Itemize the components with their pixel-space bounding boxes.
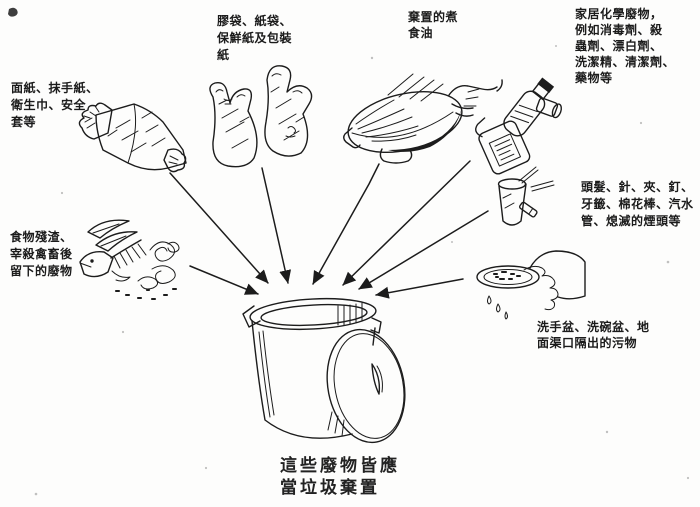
caption-line: 這些廢物皆應	[280, 456, 400, 475]
label-line: 蟲劑、漂白劑、	[575, 39, 663, 53]
scan-artifacts	[8, 7, 690, 496]
arrow-from-chemicals	[342, 160, 471, 286]
label-line: 藥物等	[575, 71, 613, 85]
label-line: 面紙、抹手紙、	[11, 81, 99, 95]
label-line: 紙	[217, 48, 230, 62]
label-food-scraps: 食物殘渣、 宰殺禽畜後 留下的廢物	[10, 229, 73, 280]
label-bags-wrapping: 膠袋、紙袋、 保鮮紙及包裝 紙	[217, 13, 292, 64]
arrows	[169, 160, 489, 299]
label-line: 食油	[408, 26, 434, 40]
label-cooking-oil: 棄置的煮 食油	[408, 9, 458, 41]
label-line: 膠袋、紙袋、	[217, 14, 293, 28]
label-line: 棄置的煮	[408, 10, 459, 24]
label-line: 管、熄滅的煙頭等	[581, 214, 682, 228]
crumpled-tissue-illustration	[78, 102, 187, 173]
drain-strainer-illustration	[476, 250, 586, 320]
label-line: 宰殺禽畜後	[10, 247, 73, 261]
plastic-bags-illustration	[209, 65, 313, 168]
cup-and-straws-illustration	[497, 166, 555, 226]
caption-line: 當垃圾棄置	[280, 478, 380, 497]
figure-caption: 這些廢物皆應 當垃圾棄置	[280, 455, 400, 499]
arrow-from-bags	[261, 167, 292, 284]
label-line: 面渠口隔出的污物	[537, 336, 638, 350]
label-line: 家居化學廢物，	[575, 7, 663, 21]
label-line: 頭髮、針、夾、釘、	[581, 180, 694, 194]
label-line: 套等	[11, 115, 37, 129]
label-drain-filth: 洗手盆、洗碗盆、地 面渠口隔出的污物	[537, 319, 650, 351]
chemical-bottles-illustration	[475, 77, 563, 175]
label-line: 牙籤、棉花棒、汽水	[581, 197, 694, 211]
label-line: 食物殘渣、	[10, 230, 73, 244]
arrow-from-cup	[358, 210, 489, 290]
arrow-from-oil	[312, 163, 380, 285]
label-small-sharp-items: 頭髮、針、夾、釘、 牙籤、棉花棒、汽水 管、熄滅的煙頭等	[581, 179, 694, 230]
label-line: 留下的廢物	[10, 264, 73, 278]
fish-bones-illustration	[79, 219, 180, 301]
label-line: 保鮮紙及包裝	[217, 31, 293, 45]
label-line: 衛生巾、安全	[11, 98, 87, 112]
label-household-chemicals: 家居化學廢物， 例如消毒劑、殺 蟲劑、漂白劑、 洗潔精、清潔劑、 藥物等	[575, 6, 675, 86]
label-line: 例如消毒劑、殺	[575, 23, 663, 37]
label-line: 洗手盆、洗碗盆、地	[537, 320, 650, 334]
arrow-from-strainer	[375, 278, 464, 299]
arrow-from-paper	[169, 172, 269, 284]
label-paper-waste: 面紙、抹手紙、 衛生巾、安全 套等	[11, 80, 99, 131]
rubbish-bin-illustration	[242, 297, 406, 444]
arrow-from-food-scraps	[189, 265, 259, 295]
label-line: 洗潔精、清潔劑、	[575, 55, 676, 69]
wok-illustration	[343, 73, 503, 164]
